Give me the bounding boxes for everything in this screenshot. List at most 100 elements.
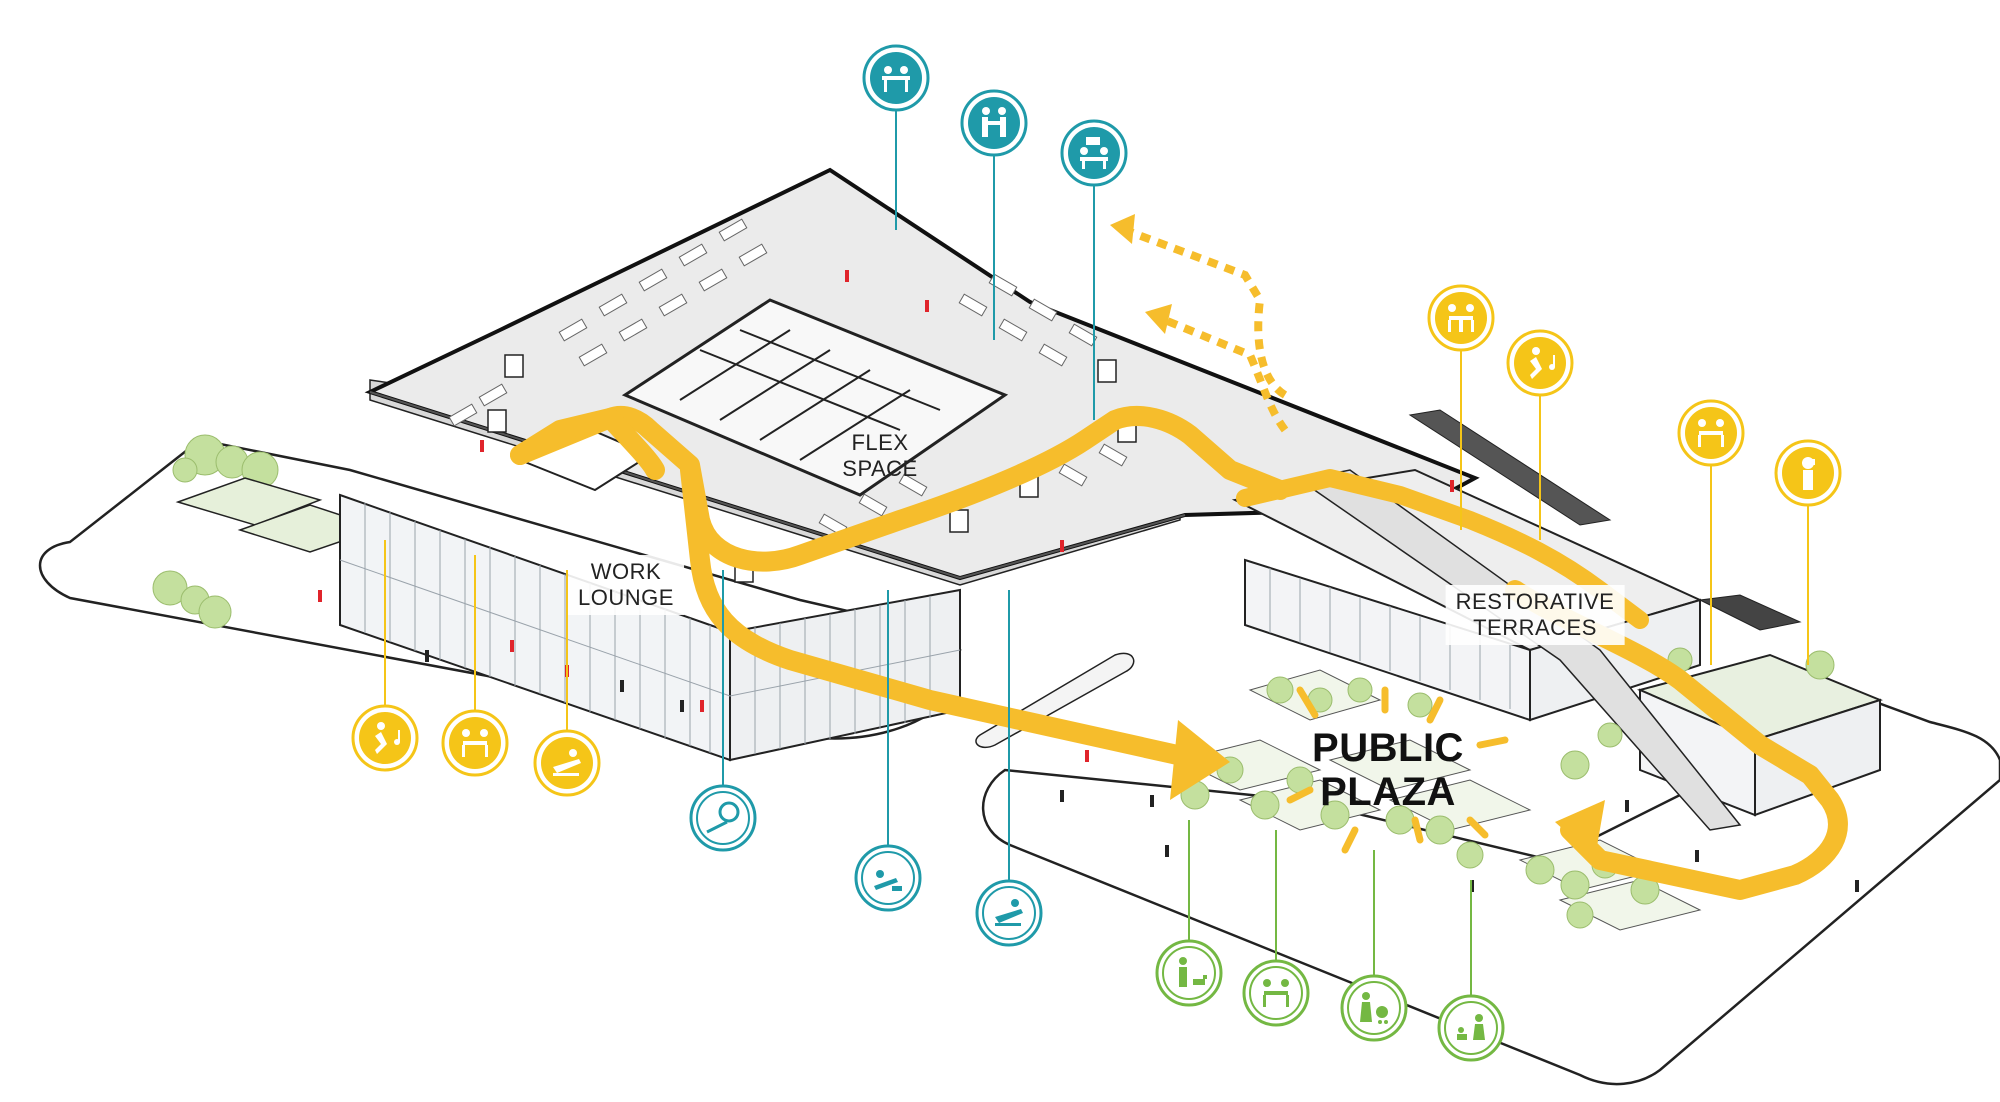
person bbox=[318, 590, 322, 602]
terrace-dining-icon bbox=[1427, 284, 1495, 352]
person bbox=[1085, 750, 1089, 762]
desk bbox=[898, 473, 928, 497]
desk bbox=[998, 318, 1028, 342]
person bbox=[425, 650, 429, 662]
planter bbox=[1328, 739, 1472, 791]
ray bbox=[1296, 686, 1319, 719]
circulation-path-terrace bbox=[1236, 469, 1649, 629]
work-lounge-label: WORK LOUNGE bbox=[568, 555, 684, 615]
person bbox=[1060, 790, 1064, 802]
desk bbox=[858, 493, 888, 517]
planter bbox=[1558, 879, 1702, 931]
person bbox=[1450, 480, 1454, 492]
column bbox=[1097, 359, 1117, 383]
ray bbox=[1341, 826, 1359, 854]
reading-pod-icon bbox=[689, 784, 757, 852]
facade-floorline bbox=[339, 559, 961, 697]
ray bbox=[1286, 786, 1314, 804]
tree bbox=[1456, 841, 1484, 869]
desk bbox=[448, 403, 478, 427]
trees-left bbox=[152, 434, 279, 629]
central-core bbox=[621, 298, 1009, 497]
tree bbox=[1266, 676, 1294, 704]
tree bbox=[1566, 901, 1594, 929]
pergola bbox=[1698, 594, 1802, 631]
person bbox=[1060, 540, 1064, 552]
column bbox=[504, 354, 524, 378]
terrace-stair bbox=[1298, 469, 1742, 831]
desk bbox=[638, 268, 668, 292]
desk bbox=[958, 293, 988, 317]
plaza-dining-icon bbox=[1242, 959, 1310, 1027]
tree bbox=[1250, 790, 1280, 820]
tree bbox=[1560, 750, 1590, 780]
column bbox=[487, 409, 507, 433]
dashed-arrowhead-2 bbox=[1145, 304, 1172, 334]
desk bbox=[738, 243, 768, 267]
person bbox=[845, 270, 849, 282]
ray bbox=[1476, 736, 1509, 749]
person bbox=[510, 640, 514, 652]
discussion-icon bbox=[1060, 119, 1128, 187]
desk bbox=[658, 293, 688, 317]
tree bbox=[1805, 650, 1835, 680]
person bbox=[1150, 795, 1154, 807]
desk bbox=[678, 243, 708, 267]
lounge-chair-icon bbox=[975, 879, 1043, 947]
dog-walking-icon bbox=[1155, 939, 1223, 1007]
desk bbox=[1098, 443, 1128, 467]
lounge-dining-icon bbox=[441, 709, 509, 777]
roof-garden-facade-right bbox=[1754, 698, 1881, 817]
column bbox=[949, 509, 969, 533]
desk bbox=[578, 343, 608, 367]
tree bbox=[198, 595, 232, 629]
lounge-dancing-icon bbox=[351, 704, 419, 772]
flex-space-label: FLEX SPACE bbox=[842, 430, 918, 481]
terrace-lines bbox=[1269, 568, 1511, 709]
leader-lines bbox=[384, 110, 1809, 995]
person bbox=[700, 700, 704, 712]
public-plaza-label: PUBLIC PLAZA bbox=[1312, 726, 1464, 814]
plaza-rays bbox=[1286, 686, 1509, 854]
outdoor-dining-icon bbox=[1677, 399, 1745, 467]
dashed-path-2 bbox=[1158, 314, 1289, 433]
person bbox=[620, 680, 624, 692]
desk bbox=[1038, 343, 1068, 367]
meeting-table-icon bbox=[862, 44, 930, 112]
core-outline bbox=[621, 298, 1009, 497]
tree bbox=[1425, 815, 1455, 845]
dashed-path-1 bbox=[1123, 226, 1288, 399]
person bbox=[1695, 850, 1699, 862]
circulation-path-upper bbox=[510, 405, 1290, 572]
path-arrowhead-right bbox=[1555, 800, 1605, 858]
stroller-icon bbox=[1340, 974, 1408, 1042]
desk bbox=[698, 268, 728, 292]
ray bbox=[1426, 696, 1444, 724]
tree bbox=[1407, 692, 1433, 718]
person bbox=[1855, 880, 1859, 892]
tree bbox=[1320, 800, 1350, 830]
workstations bbox=[448, 218, 1128, 537]
person bbox=[925, 300, 929, 312]
tree bbox=[1525, 855, 1555, 885]
path-arrowhead-left bbox=[1170, 720, 1230, 800]
dashed-arrowhead-1 bbox=[1110, 214, 1135, 244]
desk bbox=[558, 318, 588, 342]
restorative-terraces-label: RESTORATIVE TERRACES bbox=[1445, 585, 1625, 645]
phone-call-icon bbox=[1774, 439, 1842, 507]
desk bbox=[988, 273, 1018, 297]
desk bbox=[598, 293, 628, 317]
tree bbox=[1597, 722, 1623, 748]
family-play-icon bbox=[1437, 994, 1505, 1062]
tree bbox=[1560, 870, 1590, 900]
desk bbox=[1058, 463, 1088, 487]
desk bbox=[618, 318, 648, 342]
ray bbox=[1411, 816, 1424, 844]
handshake-icon bbox=[960, 89, 1028, 157]
relax-laptop-icon bbox=[854, 844, 922, 912]
core-rooms bbox=[679, 329, 941, 461]
circulation-path-loop bbox=[510, 408, 665, 480]
desk bbox=[1028, 298, 1058, 322]
ray bbox=[1466, 816, 1489, 839]
